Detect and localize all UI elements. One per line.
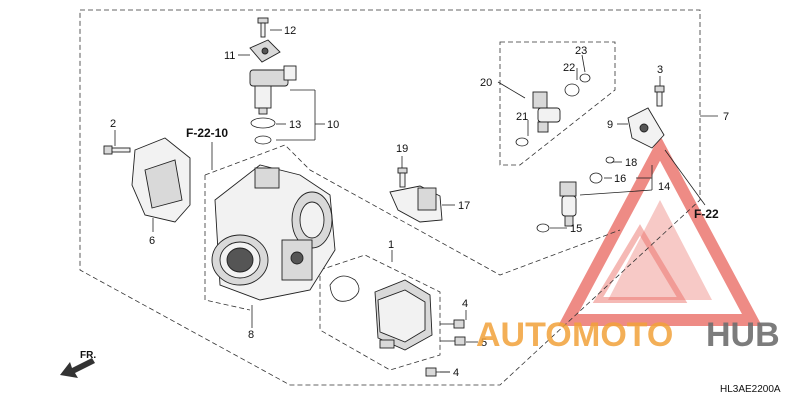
callout-3: 3 bbox=[657, 64, 663, 76]
bolt-19 bbox=[397, 167, 408, 188]
o-ring-13b bbox=[254, 135, 272, 145]
watermark-auto: AUTO bbox=[476, 316, 572, 354]
ref-f-22-10: F-22-10 bbox=[186, 126, 228, 140]
sensor-10 bbox=[249, 65, 297, 115]
outer-frame bbox=[79, 9, 701, 386]
callout-14: 14 bbox=[658, 181, 670, 193]
o-ring-13 bbox=[250, 117, 276, 129]
screw-5 bbox=[440, 336, 466, 346]
bolt-2 bbox=[103, 145, 131, 155]
watermark-moto: MOTO bbox=[572, 316, 673, 354]
diagram-code: HL3AE2200A bbox=[720, 384, 781, 395]
sensor-frame bbox=[319, 254, 441, 371]
callout-5: 5 bbox=[481, 337, 487, 349]
gasket bbox=[329, 275, 360, 302]
watermark-text: AUTO MOTO HUB bbox=[476, 316, 780, 354]
ref-f-22: F-22 bbox=[694, 207, 719, 221]
callout-23: 23 bbox=[575, 45, 587, 57]
injector-14 bbox=[559, 181, 577, 227]
injector-21 bbox=[532, 91, 561, 133]
injector-frame bbox=[499, 41, 616, 166]
callout-17: 17 bbox=[458, 200, 470, 212]
callout-20: 20 bbox=[480, 77, 492, 89]
pipe-9 bbox=[627, 107, 665, 149]
callout-2: 2 bbox=[110, 118, 116, 130]
callout-22: 22 bbox=[563, 62, 575, 74]
callout-16: 16 bbox=[614, 173, 626, 185]
seal-15 bbox=[536, 223, 550, 233]
bolt-12 bbox=[257, 17, 269, 38]
seal-21 bbox=[515, 137, 529, 147]
seal-23 bbox=[579, 73, 591, 83]
seal-16 bbox=[589, 172, 603, 184]
callout-8: 8 bbox=[248, 329, 254, 341]
callout-4b: 4 bbox=[453, 367, 459, 379]
callout-15: 15 bbox=[570, 223, 582, 235]
callout-4a: 4 bbox=[462, 298, 468, 310]
throttle-body-frame bbox=[204, 144, 621, 311]
callout-10: 10 bbox=[327, 119, 339, 131]
callout-9: 9 bbox=[607, 119, 613, 131]
bracket-17 bbox=[389, 185, 443, 223]
screw-4a bbox=[440, 319, 465, 329]
callout-1: 1 bbox=[388, 239, 394, 251]
callout-11: 11 bbox=[224, 50, 235, 62]
callout-7: 7 bbox=[723, 111, 729, 123]
watermark-hub: HUB bbox=[706, 316, 780, 354]
leader-lines bbox=[114, 29, 718, 373]
front-arrow bbox=[60, 358, 95, 378]
callout-12: 12 bbox=[284, 25, 296, 37]
callout-18: 18 bbox=[625, 157, 637, 169]
cover-6 bbox=[131, 137, 191, 223]
watermark-triangle bbox=[557, 135, 763, 326]
front-label: FR. bbox=[80, 350, 96, 361]
sensor-unit-1 bbox=[374, 279, 433, 351]
throttle-body-8 bbox=[211, 164, 336, 301]
bolt-3 bbox=[654, 85, 665, 107]
callout-13: 13 bbox=[289, 119, 301, 131]
seal-18 bbox=[605, 156, 615, 164]
seal-22 bbox=[564, 83, 580, 97]
callout-6: 6 bbox=[149, 235, 155, 247]
callout-19: 19 bbox=[396, 143, 408, 155]
callout-21: 21 bbox=[516, 111, 528, 123]
cap-11 bbox=[249, 39, 281, 63]
